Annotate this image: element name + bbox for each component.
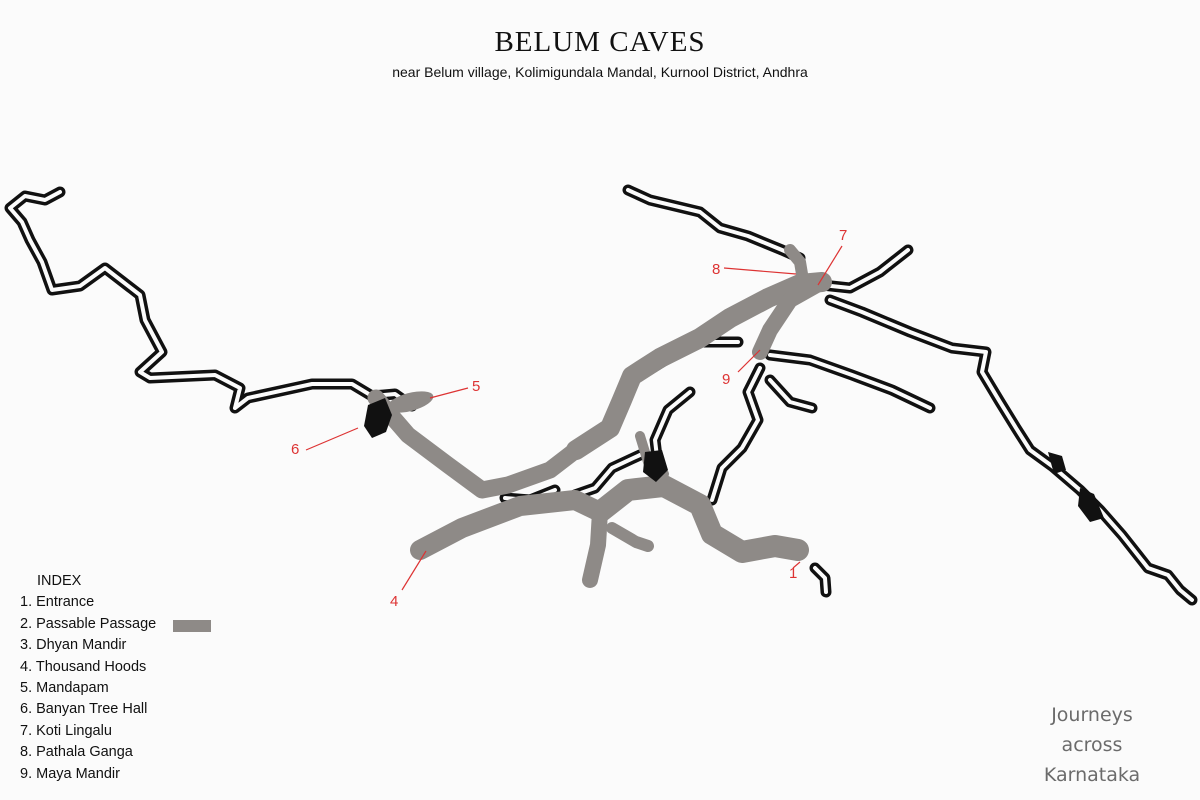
dhyan-mandir-chamber bbox=[643, 450, 668, 482]
legend-item: 6. Banyan Tree Hall bbox=[20, 701, 148, 718]
label-6: 6 bbox=[291, 441, 299, 458]
legend-item: 8. Pathala Ganga bbox=[20, 744, 133, 761]
dark-chambers bbox=[364, 398, 1104, 522]
leader-line-8 bbox=[723, 267, 797, 275]
leader-line-1 bbox=[792, 561, 801, 569]
map-subtitle: near Belum village, Kolimigundala Mandal… bbox=[392, 64, 808, 80]
credit-line: Journeys bbox=[1051, 704, 1133, 726]
dark-chamber-east bbox=[1048, 452, 1066, 474]
label-4: 4 bbox=[390, 593, 398, 610]
credit: Journeys across Karnataka bbox=[1012, 700, 1172, 790]
legend-item: 9. Maya Mandir bbox=[20, 765, 120, 782]
legend-item: 1. Entrance bbox=[20, 594, 95, 611]
leader-line-5 bbox=[429, 387, 469, 399]
legend-heading: INDEX bbox=[37, 573, 82, 589]
legend-item: 4. Thousand Hoods bbox=[20, 658, 147, 675]
label-5: 5 bbox=[472, 378, 480, 395]
credit-line: Karnataka bbox=[1043, 764, 1141, 786]
leader-line-9 bbox=[737, 349, 761, 373]
passable-passage-swatch bbox=[173, 620, 211, 632]
legend-item: 7. Koti Lingalu bbox=[20, 722, 112, 739]
legend: INDEX 1. Entrance 2. Passable Passage 3.… bbox=[20, 571, 211, 785]
label-8: 8 bbox=[712, 261, 720, 278]
map-title: BELUM CAVES bbox=[494, 26, 706, 58]
cave-outline-corridors bbox=[4, 184, 1198, 606]
leader-lines bbox=[305, 245, 843, 591]
banyan-tree-hall-chamber bbox=[364, 398, 392, 438]
passable-passages bbox=[367, 244, 832, 588]
label-9: 9 bbox=[722, 371, 730, 388]
label-1: 1 bbox=[789, 565, 797, 582]
legend-item: 3. Dhyan Mandir bbox=[20, 637, 127, 654]
legend-item: 5. Mandapam bbox=[20, 680, 109, 697]
mandapam-chamber bbox=[386, 391, 434, 413]
leader-line-6 bbox=[305, 427, 359, 451]
label-7: 7 bbox=[839, 227, 847, 244]
leader-line-7 bbox=[817, 245, 843, 286]
dark-chamber-far-east bbox=[1078, 488, 1104, 522]
leader-line-4 bbox=[401, 550, 427, 591]
number-labels: 1 4 5 6 7 8 9 bbox=[291, 227, 847, 610]
credit-line: across bbox=[1061, 734, 1123, 756]
legend-item: 2. Passable Passage bbox=[20, 615, 157, 632]
